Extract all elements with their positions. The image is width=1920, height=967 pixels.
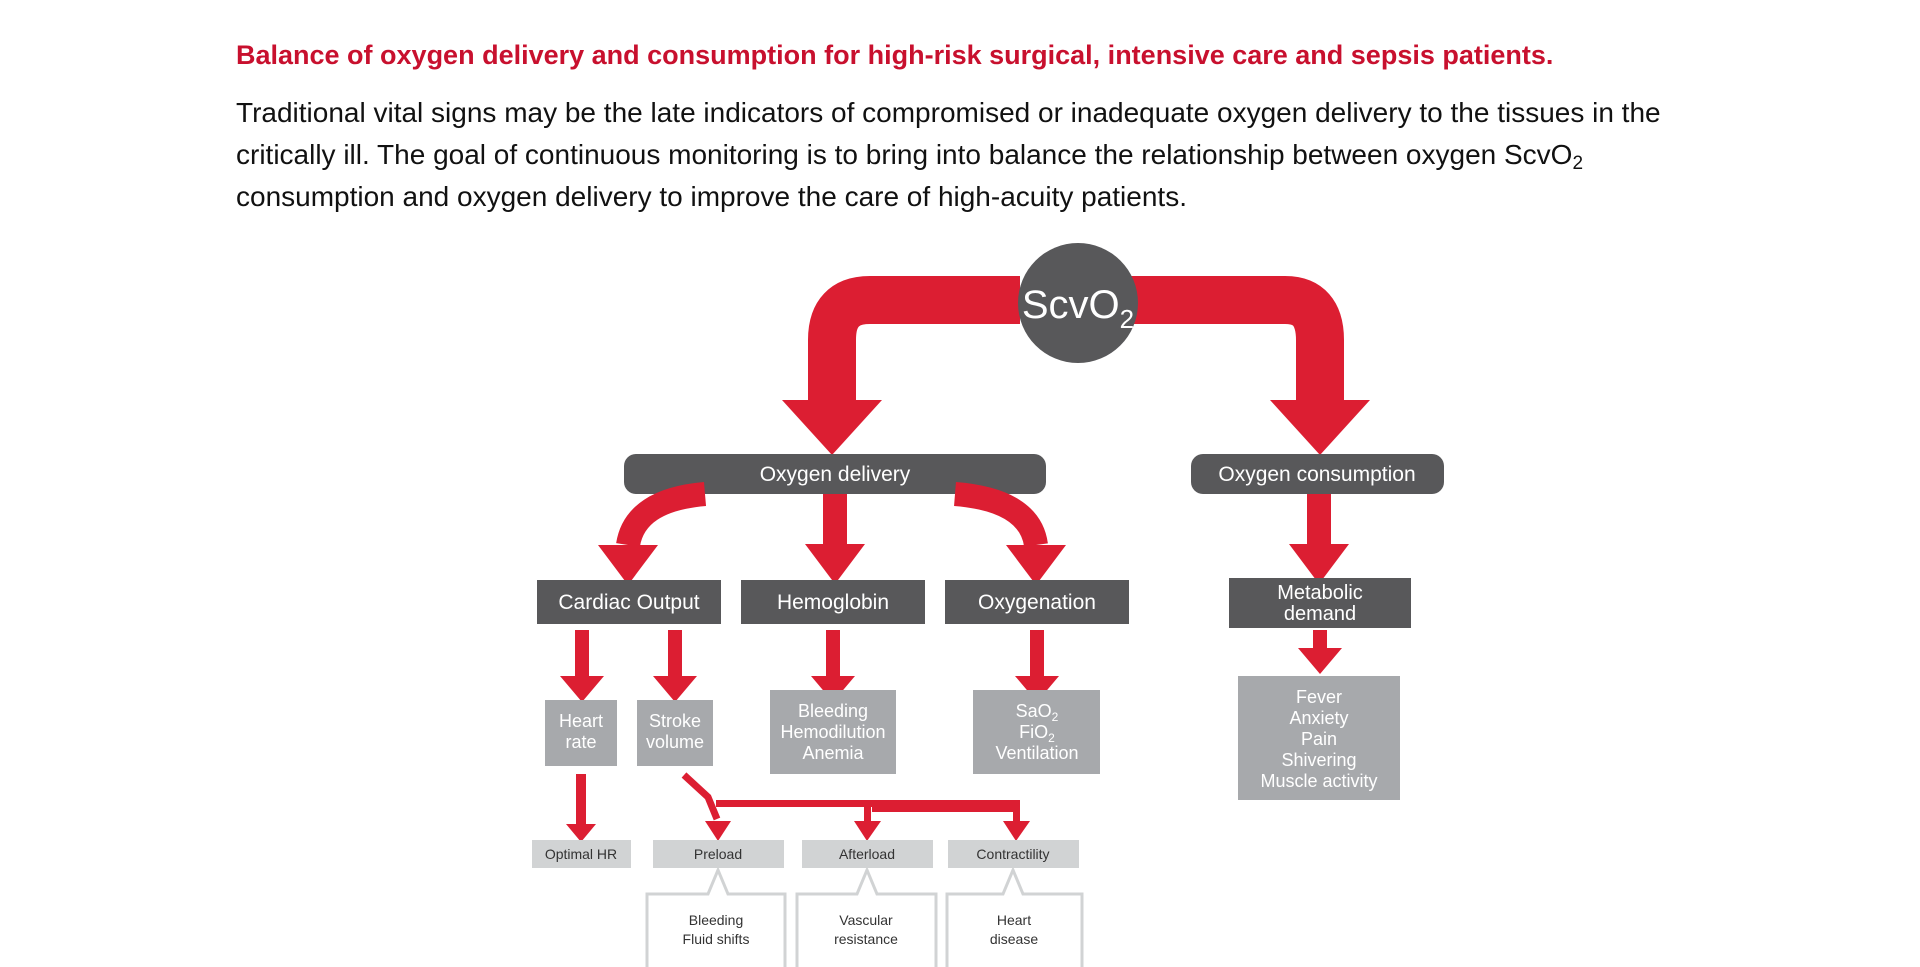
stroke-volume-line1: Stroke <box>649 711 701 731</box>
oxygen-delivery-node: Oxygen delivery <box>624 454 1046 494</box>
arrow-to-metabolic-shaft <box>1307 494 1331 546</box>
heart-rate-line1: Heart <box>559 711 603 731</box>
arrow-to-heart-rate-shaft <box>575 630 589 678</box>
arrow-to-metabolic-head <box>1289 544 1349 584</box>
arrow-to-afterload-shaft <box>864 803 871 823</box>
stroke-volume-node: Stroke volume <box>637 700 713 766</box>
metabolic-factor-2: Anxiety <box>1289 708 1348 728</box>
contractility-node: Contractility <box>948 840 1079 868</box>
heart-rate-node: Heart rate <box>545 700 617 766</box>
oxygenation-node: Oxygenation <box>945 580 1129 624</box>
metabolic-factor-5: Muscle activity <box>1260 771 1377 791</box>
svg-text:ScvO2: ScvO2 <box>1022 283 1134 334</box>
arrow-to-heart-rate-head <box>560 676 604 702</box>
arrow-to-stroke-volume-head <box>653 676 697 702</box>
sao2-subscript: 2 <box>1052 710 1059 724</box>
arrow-to-optimal-hr-shaft <box>576 774 586 826</box>
fio2-subscript: 2 <box>1048 731 1055 745</box>
paragraph-text-start: Traditional vital signs may be the late … <box>236 97 1661 170</box>
arrow-to-delivery <box>808 276 1020 400</box>
preload-callout-line2: Fluid shifts <box>683 931 750 947</box>
oxygenation-factors-node: SaO2 FiO2 Ventilation <box>973 690 1100 774</box>
stroke-volume-line2: volume <box>646 732 704 752</box>
connector-bar-lower <box>872 807 1018 812</box>
oxygen-consumption-label: Oxygen consumption <box>1218 463 1415 486</box>
sao2-label: SaO <box>1016 701 1052 721</box>
svg-text:SaO2: SaO2 <box>1016 701 1059 724</box>
stroke-volume-connector <box>681 772 721 821</box>
level3-arrows <box>560 630 1342 702</box>
arrow-to-stroke-volume-shaft <box>668 630 682 678</box>
level4-arrows <box>566 772 1030 842</box>
arrow-to-preload-head <box>705 821 731 841</box>
arrow-to-oxygenation-factors-shaft <box>1030 630 1044 678</box>
hemoglobin-factor-1: Bleeding <box>798 701 868 721</box>
hemoglobin-factors-node: Bleeding Hemodilution Anemia <box>770 690 896 774</box>
arrow-to-contractility-shaft <box>1013 803 1020 823</box>
metabolic-factor-4: Shivering <box>1281 750 1356 770</box>
contractility-callout-line1: Heart <box>997 912 1031 928</box>
page-heading: Balance of oxygen delivery and consumpti… <box>236 40 1554 70</box>
preload-label: Preload <box>694 846 742 862</box>
oxygen-consumption-node: Oxygen consumption <box>1191 454 1444 494</box>
arrow-to-optimal-hr-head <box>566 824 596 842</box>
arrow-to-oxygenation <box>953 482 1048 548</box>
intro-paragraph: Traditional vital signs may be the late … <box>236 92 1736 218</box>
arrow-to-hemoglobin-head <box>805 544 865 584</box>
metabolic-factor-1: Fever <box>1296 687 1342 707</box>
contractility-callout-line2: disease <box>990 931 1038 947</box>
root-arrows <box>782 276 1370 455</box>
arrow-to-cardiac-output <box>616 482 707 548</box>
afterload-callout-line2: resistance <box>834 931 898 947</box>
ventilation-label: Ventilation <box>995 743 1078 763</box>
preload-callout-line1: Bleeding <box>689 912 744 928</box>
hemoglobin-node: Hemoglobin <box>741 580 925 624</box>
afterload-callout: Vascular resistance <box>795 866 938 967</box>
metabolic-demand-node: Metabolic demand <box>1229 578 1411 628</box>
contractility-callout: Heart disease <box>945 866 1084 967</box>
fio2-label: FiO <box>1019 722 1048 742</box>
metabolic-label-line2: demand <box>1284 603 1356 625</box>
metabolic-factor-3: Pain <box>1301 729 1337 749</box>
cardiac-output-label: Cardiac Output <box>558 591 699 614</box>
arrow-to-hemoglobin-factors-shaft <box>826 630 840 678</box>
optimal-hr-label: Optimal HR <box>545 846 617 862</box>
svg-text:FiO2: FiO2 <box>1019 722 1055 745</box>
arrow-to-consumption <box>1130 276 1344 400</box>
preload-callout: Bleeding Fluid shifts <box>645 866 787 967</box>
oxygenation-label: Oxygenation <box>978 591 1096 614</box>
metabolic-factors-node: Fever Anxiety Pain Shivering Muscle acti… <box>1238 676 1400 800</box>
afterload-callout-line1: Vascular <box>839 912 893 928</box>
hemoglobin-label: Hemoglobin <box>777 591 889 614</box>
scvo2-subscript: 2 <box>1120 304 1134 334</box>
metabolic-label-line1: Metabolic <box>1277 582 1363 604</box>
heart-rate-line2: rate <box>565 732 596 752</box>
arrow-to-hemoglobin-factors-head <box>811 676 855 702</box>
arrow-to-contractility-head <box>1003 821 1030 841</box>
arrow-to-afterload-head <box>854 821 881 841</box>
oxygen-delivery-label: Oxygen delivery <box>760 463 911 486</box>
afterload-label: Afterload <box>839 846 895 862</box>
hemoglobin-factor-3: Anemia <box>802 743 864 763</box>
scvo2-label: ScvO <box>1022 283 1120 327</box>
arrow-to-delivery-head <box>782 400 882 455</box>
arrow-to-consumption-head <box>1270 400 1370 455</box>
optimal-hr-node: Optimal HR <box>532 840 631 868</box>
arrow-to-oxygenation-head <box>1006 545 1066 585</box>
arrow-to-hemoglobin-shaft <box>823 494 847 546</box>
arrow-to-metabolic-factors-head <box>1298 648 1342 674</box>
preload-node: Preload <box>653 840 784 868</box>
scvo2-node: ScvO2 <box>1018 243 1138 363</box>
delivery-branch-arrows <box>598 482 1349 585</box>
hemoglobin-factor-2: Hemodilution <box>780 722 885 742</box>
afterload-node: Afterload <box>802 840 933 868</box>
paragraph-text-end: consumption and oxygen delivery to impro… <box>236 181 1187 212</box>
contractility-label: Contractility <box>976 846 1049 862</box>
arrow-to-oxygenation-factors-head <box>1015 676 1059 702</box>
arrow-to-metabolic-factors-shaft <box>1313 630 1327 650</box>
arrow-to-cardiac-output-head <box>598 545 658 585</box>
cardiac-output-node: Cardiac Output <box>537 580 721 624</box>
paragraph-subscript: 2 <box>1572 153 1584 174</box>
